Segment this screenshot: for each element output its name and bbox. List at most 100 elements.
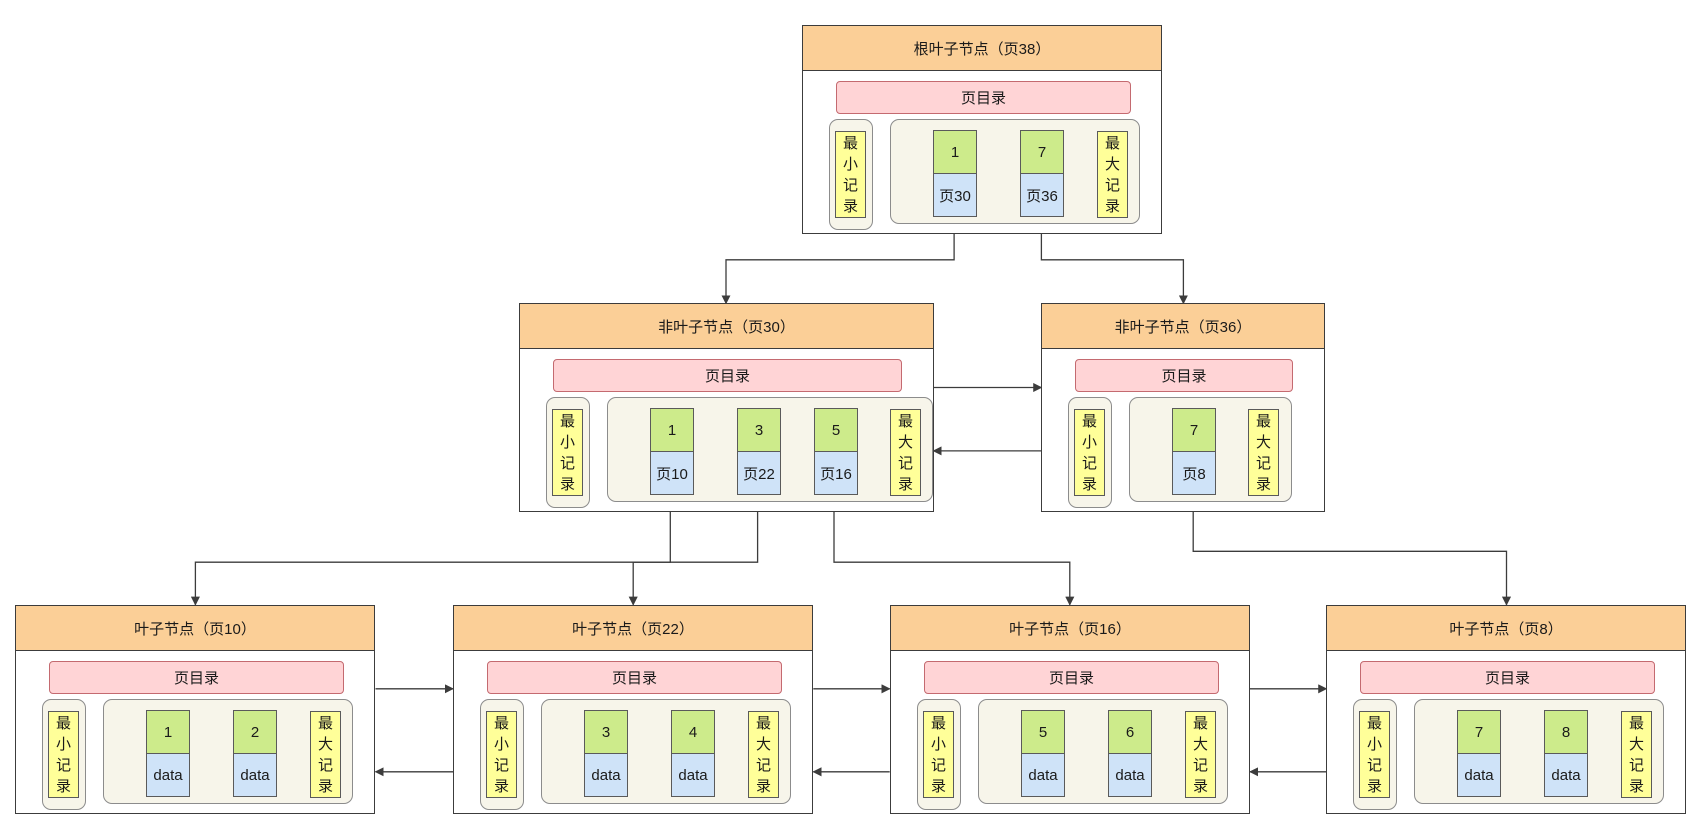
- max-record-char: 录: [317, 777, 333, 795]
- max-record-char: 记: [1104, 176, 1120, 194]
- child-page-pointer: [1040, 216, 1188, 305]
- child-page-pointer: [628, 494, 759, 606]
- min-record-char: 录: [842, 197, 858, 215]
- max-record: 最大记录: [890, 409, 921, 496]
- min-record-char: 记: [493, 756, 509, 774]
- max-record-char: 最: [897, 412, 913, 430]
- record-data: data: [146, 753, 190, 797]
- child-page-pointer: [1192, 494, 1512, 606]
- max-record-char: 记: [897, 454, 913, 472]
- record-page-pointer: 页8: [1172, 451, 1216, 495]
- max-record-char: 录: [1104, 197, 1120, 215]
- min-record: 最小记录: [1359, 711, 1390, 798]
- max-record-char: 大: [1104, 155, 1120, 173]
- min-record-char: 最: [559, 412, 575, 430]
- max-record-char: 录: [1255, 475, 1271, 493]
- record-key: 1: [650, 408, 694, 452]
- node-title: 叶子节点（页10）: [16, 606, 374, 651]
- min-record-char: 小: [493, 735, 509, 753]
- record-page-pointer: 页10: [650, 451, 694, 495]
- min-record-char: 小: [842, 155, 858, 173]
- record-key: 1: [146, 710, 190, 754]
- min-record: 最小记录: [48, 711, 79, 798]
- max-record-char: 记: [1628, 756, 1644, 774]
- min-record-char: 小: [55, 735, 71, 753]
- max-record-char: 记: [755, 756, 771, 774]
- record-page-pointer: 页30: [933, 173, 977, 217]
- page-directory: 页目录: [924, 661, 1219, 694]
- max-record: 最大记录: [1248, 409, 1279, 496]
- max-record-char: 大: [897, 433, 913, 451]
- min-record-char: 录: [1366, 777, 1382, 795]
- min-record-char: 录: [559, 475, 575, 493]
- node-title: 根叶子节点（页38）: [803, 26, 1161, 71]
- max-record-char: 录: [897, 475, 913, 493]
- min-record-char: 记: [842, 176, 858, 194]
- min-record: 最小记录: [835, 131, 866, 218]
- record-page-pointer: 页16: [814, 451, 858, 495]
- min-record-char: 最: [493, 714, 509, 732]
- max-record: 最大记录: [310, 711, 341, 798]
- record-key: 3: [737, 408, 781, 452]
- record-key: 7: [1172, 408, 1216, 452]
- max-record-char: 最: [1192, 714, 1208, 732]
- max-record-char: 记: [317, 756, 333, 774]
- min-record-char: 最: [1081, 412, 1097, 430]
- min-record-char: 最: [55, 714, 71, 732]
- record-key: 7: [1457, 710, 1501, 754]
- max-record-char: 大: [1255, 433, 1271, 451]
- min-record-char: 最: [1366, 714, 1382, 732]
- record-key: 1: [933, 130, 977, 174]
- record-key: 2: [233, 710, 277, 754]
- page-directory: 页目录: [1075, 359, 1293, 392]
- node-title: 叶子节点（页22）: [454, 606, 812, 651]
- record-data: data: [1108, 753, 1152, 797]
- max-record: 最大记录: [1097, 131, 1128, 218]
- min-record-char: 小: [559, 433, 575, 451]
- min-record-char: 录: [493, 777, 509, 795]
- min-record-char: 录: [930, 777, 946, 795]
- page-directory: 页目录: [836, 81, 1131, 114]
- child-page-pointer: [721, 216, 955, 305]
- record-data: data: [1457, 753, 1501, 797]
- record-key: 8: [1544, 710, 1588, 754]
- record-data: data: [1544, 753, 1588, 797]
- min-record: 最小记录: [923, 711, 954, 798]
- min-record-char: 录: [1081, 475, 1097, 493]
- min-record-char: 记: [1366, 756, 1382, 774]
- record-key: 5: [1021, 710, 1065, 754]
- max-record-char: 大: [317, 735, 333, 753]
- page-directory: 页目录: [487, 661, 782, 694]
- max-record: 最大记录: [1185, 711, 1216, 798]
- node-title: 非叶子节点（页30）: [520, 304, 933, 349]
- min-record-char: 小: [1366, 735, 1382, 753]
- record-page-pointer: 页36: [1020, 173, 1064, 217]
- record-key: 3: [584, 710, 628, 754]
- min-record-char: 记: [930, 756, 946, 774]
- min-record-char: 小: [1081, 433, 1097, 451]
- child-page-pointer: [833, 494, 1075, 606]
- max-record-char: 录: [1192, 777, 1208, 795]
- record-data: data: [584, 753, 628, 797]
- min-record-char: 小: [930, 735, 946, 753]
- min-record-char: 记: [559, 454, 575, 472]
- max-record-char: 最: [755, 714, 771, 732]
- max-record: 最大记录: [1621, 711, 1652, 798]
- page-directory: 页目录: [49, 661, 344, 694]
- node-title: 叶子节点（页16）: [891, 606, 1249, 651]
- node-title: 叶子节点（页8）: [1327, 606, 1685, 651]
- min-record-char: 记: [1081, 454, 1097, 472]
- min-record-char: 记: [55, 756, 71, 774]
- max-record-char: 录: [755, 777, 771, 795]
- record-data: data: [671, 753, 715, 797]
- node-title: 非叶子节点（页36）: [1042, 304, 1324, 349]
- min-record-char: 录: [55, 777, 71, 795]
- max-record-char: 记: [1255, 454, 1271, 472]
- max-record-char: 最: [317, 714, 333, 732]
- page-directory: 页目录: [1360, 661, 1655, 694]
- min-record-char: 最: [842, 134, 858, 152]
